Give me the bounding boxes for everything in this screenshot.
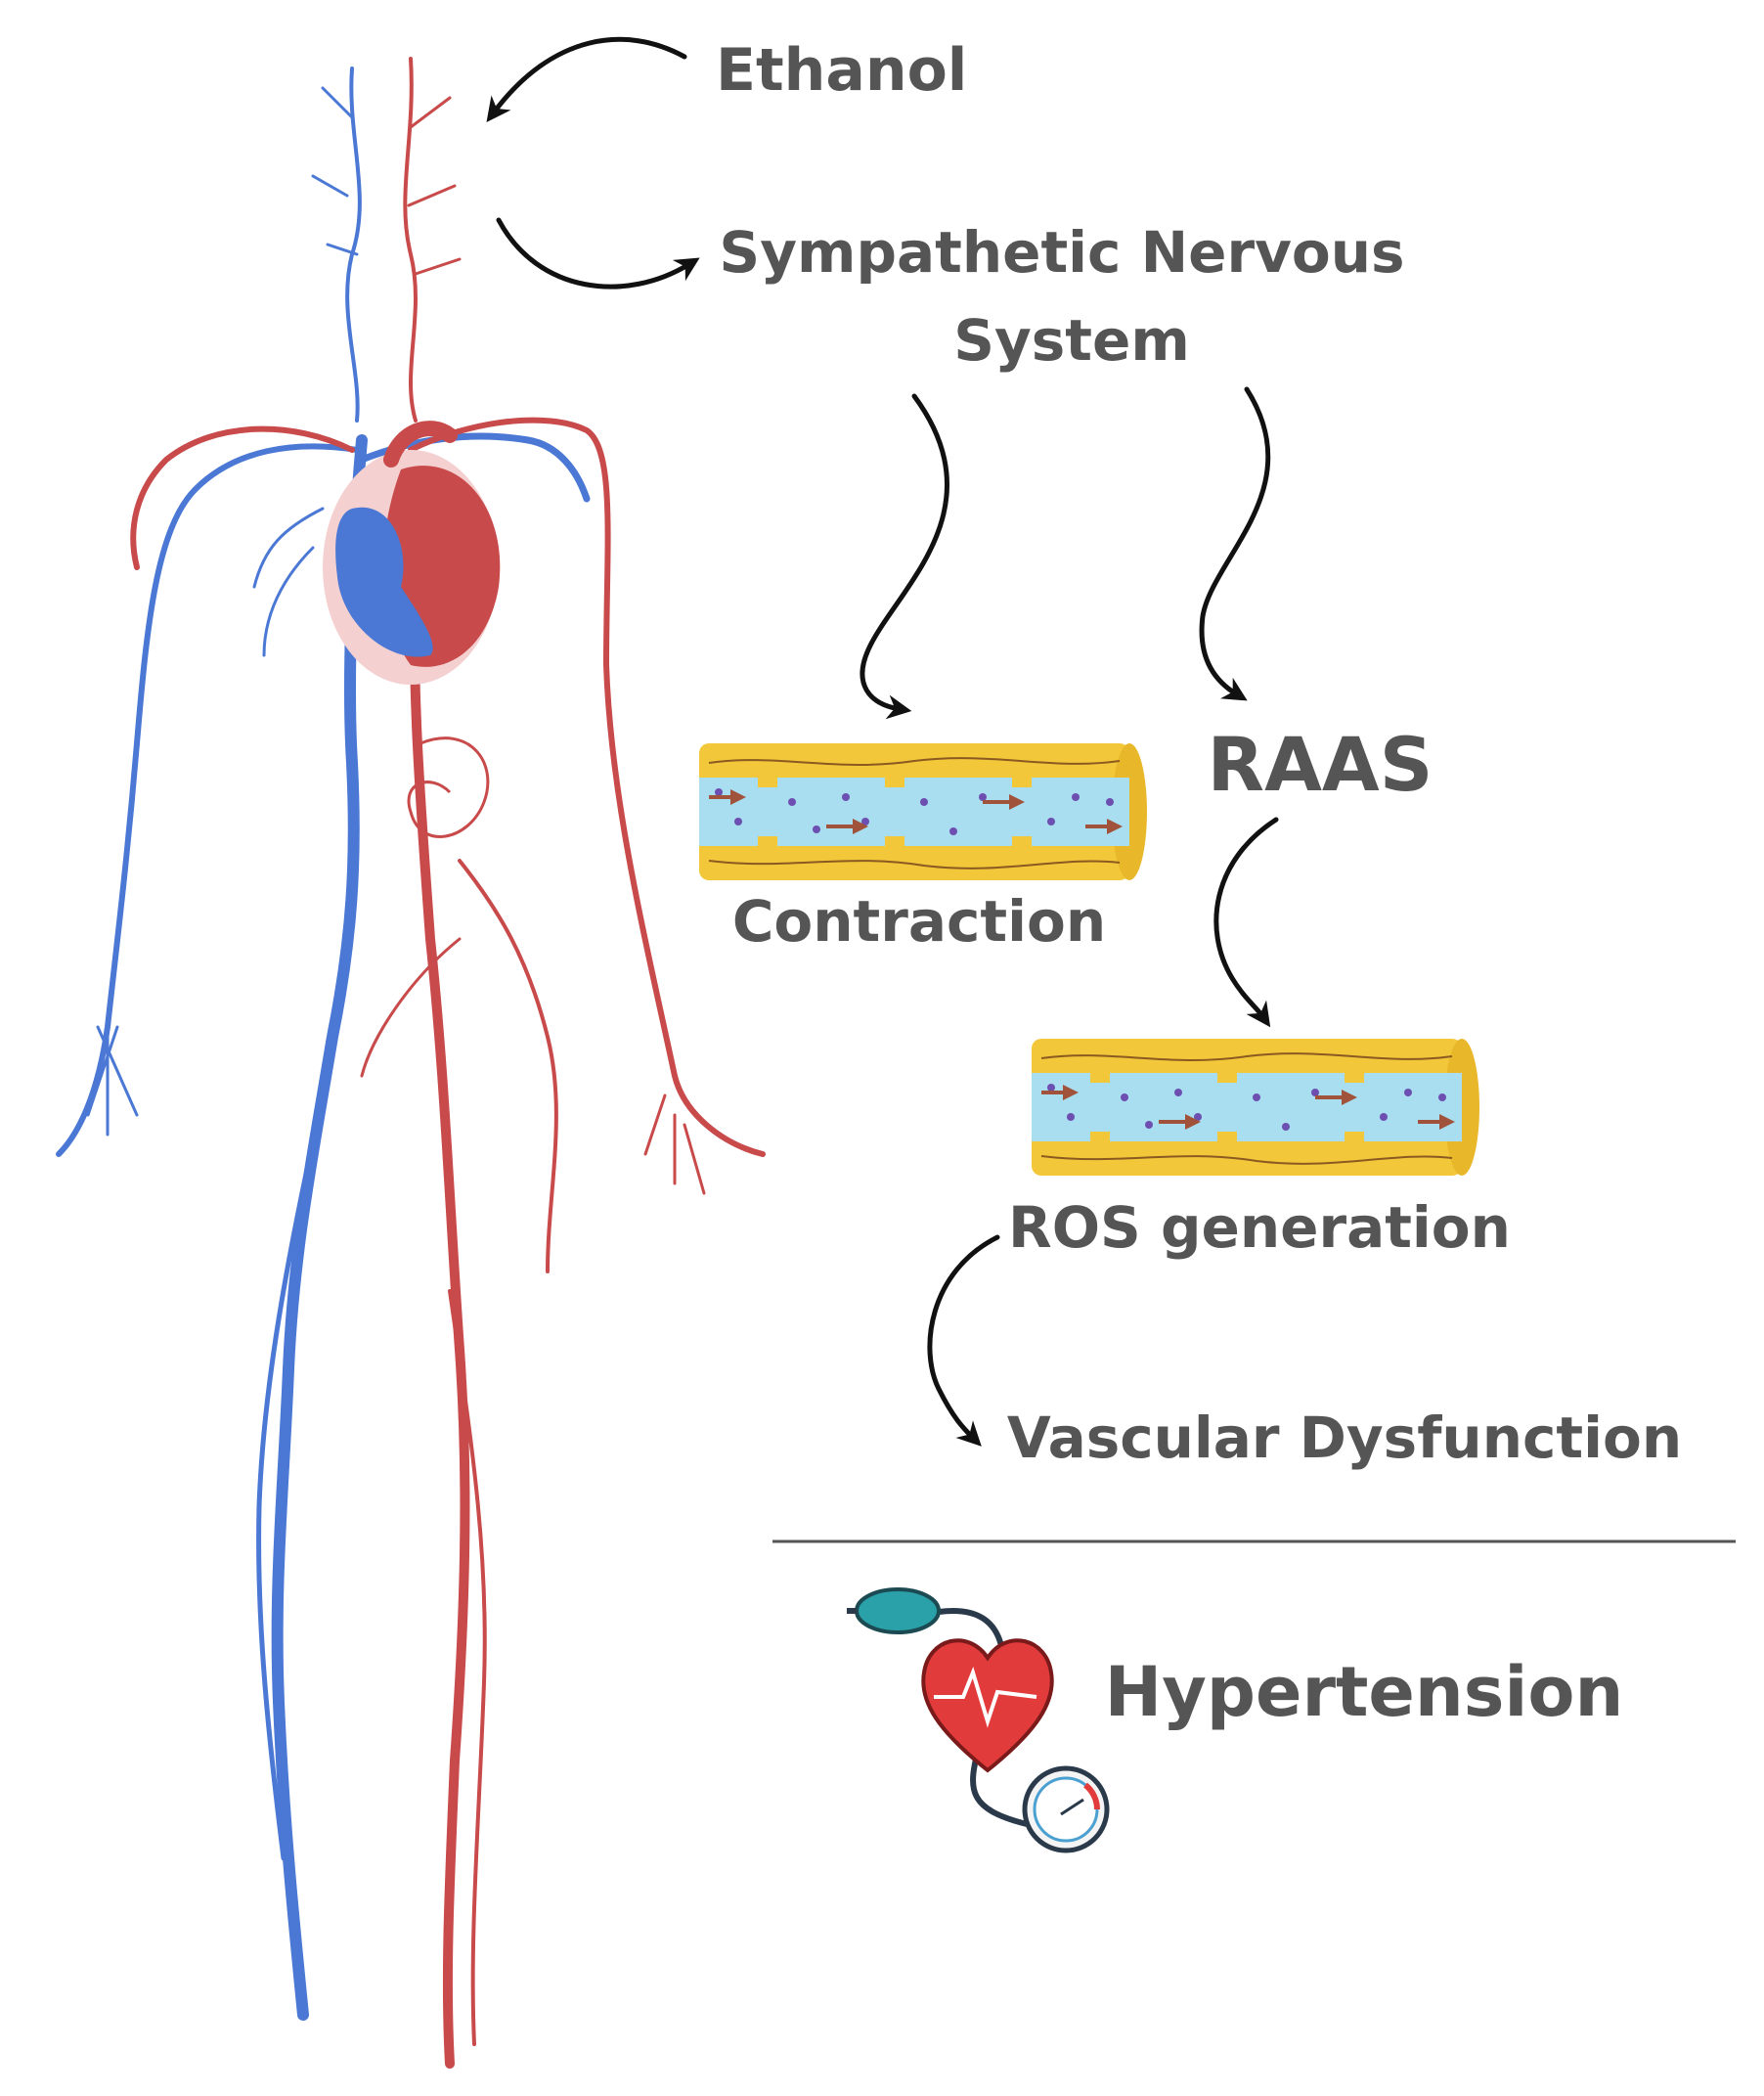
arrow-to-sns bbox=[496, 217, 700, 290]
arrow-ros-to-vascular bbox=[927, 1234, 1000, 1447]
vessel-ros-icon bbox=[1032, 1039, 1479, 1176]
heart-illustration bbox=[323, 421, 501, 685]
arrow-to-body bbox=[486, 36, 687, 122]
arteries bbox=[130, 57, 766, 2069]
labels: Ethanol Sympathetic Nervous System Contr… bbox=[716, 36, 1682, 1732]
circulatory-system-illustration bbox=[56, 57, 766, 2069]
veins bbox=[56, 67, 591, 2021]
label-ros: ROS generation bbox=[1008, 1194, 1511, 1261]
arrow-sns-to-contraction bbox=[860, 393, 949, 720]
flow-arrows bbox=[486, 36, 1279, 1447]
intestine-illustration bbox=[407, 736, 490, 838]
label-ethanol: Ethanol bbox=[716, 36, 967, 105]
label-vascular-dysfunction: Vascular Dysfunction bbox=[1007, 1405, 1682, 1471]
arrow-sns-to-raas bbox=[1199, 386, 1271, 701]
label-hypertension: Hypertension bbox=[1105, 1652, 1624, 1732]
blood-pressure-monitor-icon bbox=[847, 1587, 1110, 1853]
label-sns-line1: Sympathetic Nervous bbox=[719, 219, 1404, 286]
label-contraction: Contraction bbox=[732, 888, 1106, 955]
vessel-contraction-icon bbox=[699, 743, 1147, 880]
label-raas: RAAS bbox=[1208, 721, 1433, 808]
arrow-raas-to-ros bbox=[1213, 817, 1279, 1028]
label-sns-line2: System bbox=[953, 307, 1190, 374]
